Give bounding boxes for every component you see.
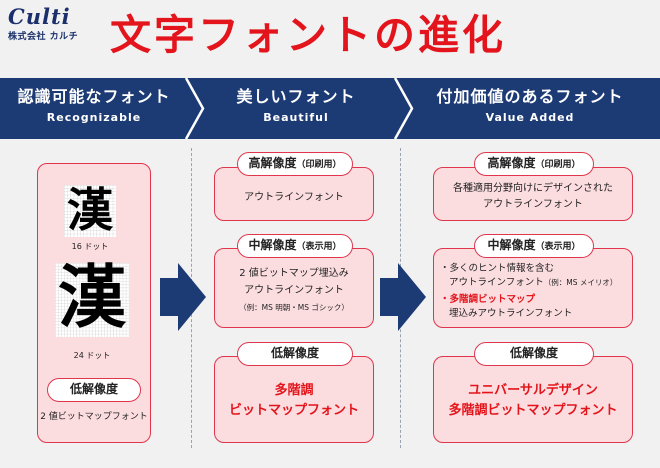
kanji-16dot: 漢 [67, 183, 113, 237]
pill-high-res: 高解像度（印刷用） [474, 152, 594, 176]
pill-paren: （印刷用） [535, 160, 581, 170]
dot-grid-16 [64, 185, 116, 237]
column-title-en: Beautiful [263, 111, 329, 124]
bullet-multi-tone: ・多階調ビットマップ [440, 293, 535, 307]
logo: Culti 株式会社 カルチ [8, 4, 88, 43]
high-line2: アウトラインフォント [483, 199, 583, 210]
logo-name: Culti [8, 4, 71, 29]
column-header-recognizable: 認識可能なフォント Recognizable [0, 86, 188, 124]
bitmap-font-desc: 2 値ビットマップフォント [40, 412, 148, 422]
bullet-multi-tone-cont: 埋込みアウトラインフォント [449, 308, 573, 319]
pill-low-res: 低解像度 [237, 342, 353, 366]
mid-line1: 2 値ビットマップ埋込み [239, 268, 349, 279]
multi-tone-line1: 多階調 [274, 383, 314, 398]
pill-label: 中解像度 [487, 238, 536, 252]
caption-16dot: 16 ドット [71, 242, 109, 251]
beautiful-low-res-panel [214, 356, 374, 443]
universal-design-line1: ユニバーサルデザイン [468, 383, 598, 398]
logo-company: 株式会社 カルチ [8, 32, 79, 42]
column-header-beautiful: 美しいフォント Beautiful [196, 86, 396, 124]
outline-font-label: アウトラインフォント [449, 277, 544, 288]
arrow-right-icon [160, 263, 206, 331]
arrow-right-icon [380, 263, 426, 331]
value-added-mid-res-panel [433, 248, 633, 328]
bullet-hint-outline: ・多くのヒント情報を含む [440, 263, 555, 274]
outline-font-text: アウトラインフォント [244, 192, 344, 203]
pill-low-res: 低解像度 [474, 342, 594, 366]
beautiful-high-res-panel [214, 167, 374, 221]
column-header-value-added: 付加価値のあるフォント Value Added [405, 86, 655, 124]
high-line1: 各種適用分野向けにデザインされた [453, 183, 613, 194]
pill-label: 高解像度 [248, 156, 297, 170]
chevron-dividers [184, 78, 414, 139]
meiryo-note: （例：MS メイリオ） [543, 278, 618, 287]
pill-label: 低解像度 [69, 382, 118, 396]
kanji-24dot: 漢 [57, 259, 126, 338]
column-title-en: Value Added [485, 111, 575, 124]
pill-low-res: 低解像度 [47, 378, 141, 402]
pill-label: 低解像度 [270, 346, 319, 360]
pill-label: 中解像度 [248, 238, 297, 252]
pill-paren: （表示用） [296, 242, 342, 252]
multi-tone-line2: ビットマップフォント [228, 403, 359, 418]
bullet-hint-outline-cont: アウトラインフォント（例：MS メイリオ） [449, 276, 617, 290]
caption-24dot: 24 ドット [73, 351, 111, 360]
pill-mid-res: 中解像度（表示用） [474, 234, 594, 258]
pill-mid-res: 中解像度（表示用） [237, 234, 353, 258]
value-added-high-res-panel [433, 167, 633, 221]
page-title: 文字フォントの進化 [110, 11, 506, 59]
mid-note: （例：MS 明朝・MS ゴシック） [239, 303, 349, 312]
pill-label: 低解像度 [509, 346, 558, 360]
column-title-en: Recognizable [46, 111, 142, 124]
pill-paren: （印刷用） [296, 160, 342, 170]
pill-high-res: 高解像度（印刷用） [237, 152, 353, 176]
dot-grid-24 [55, 263, 129, 337]
multi-tone-bitmap-label: ・多階調ビットマップ [440, 294, 536, 305]
column-title-jp: 美しいフォント [236, 87, 356, 106]
column-title-jp: 認識可能なフォント [17, 87, 171, 106]
header-band [0, 78, 660, 139]
beautiful-mid-res-panel [214, 248, 374, 328]
mid-line2: アウトラインフォント [244, 285, 344, 296]
universal-design-line2: 多階調ビットマップフォント [448, 403, 618, 418]
pill-paren: （表示用） [535, 242, 581, 252]
column-title-jp: 付加価値のあるフォント [436, 87, 624, 106]
pill-label: 高解像度 [487, 156, 536, 170]
